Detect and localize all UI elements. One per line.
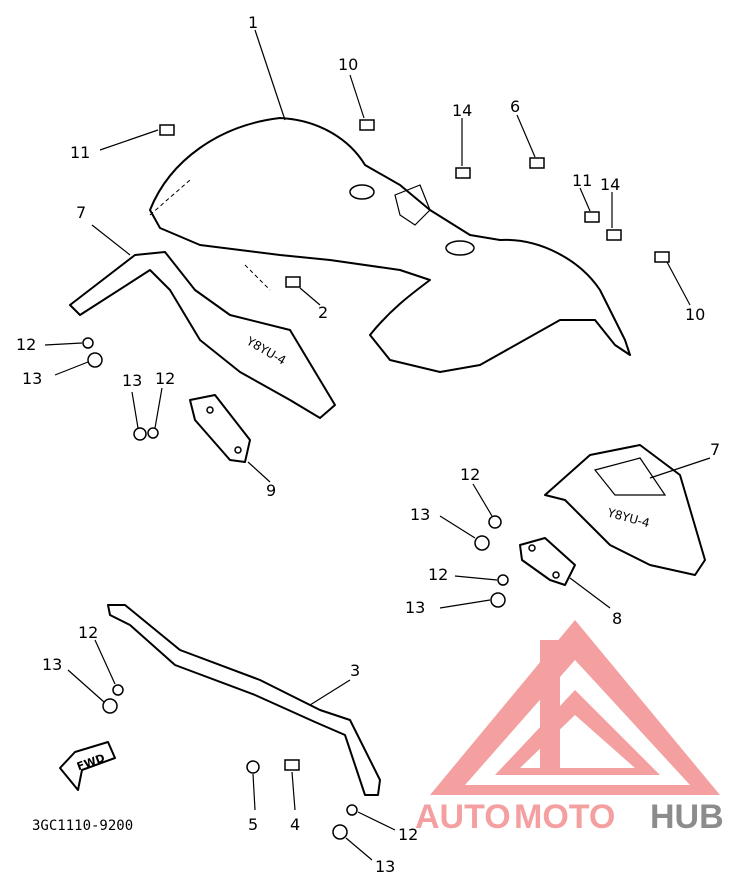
callout-13-d: 13 <box>405 598 425 617</box>
callout-11-left: 11 <box>70 143 90 162</box>
watermark-text-auto: AUTO <box>415 798 511 836</box>
washer-icon <box>488 515 502 529</box>
bolt-icon <box>159 124 175 136</box>
nut-icon <box>133 427 147 441</box>
callout-12-b: 12 <box>155 369 175 388</box>
washer-icon <box>82 337 94 349</box>
callout-13-b: 13 <box>122 371 142 390</box>
washer-icon <box>346 804 358 816</box>
callout-10-right: 10 <box>685 305 705 324</box>
brace-bar-part <box>107 604 381 796</box>
callout-13-f: 13 <box>375 857 395 876</box>
part-code: 3GC1110-9200 <box>32 818 133 834</box>
bolt-icon <box>584 211 600 223</box>
callout-6: 6 <box>510 97 520 116</box>
nut-icon <box>102 698 118 714</box>
callout-11-right: 11 <box>572 171 592 190</box>
washer-icon <box>147 427 159 439</box>
callout-9: 9 <box>266 481 276 500</box>
bolt-icon <box>654 251 670 263</box>
callout-13-c: 13 <box>410 505 430 524</box>
mudflap-left-part: Y8YU-4 <box>69 251 336 419</box>
callout-labels: 1 2 3 4 5 6 7 7 8 9 10 10 11 11 12 12 12… <box>16 13 720 876</box>
plate-part-8 <box>519 537 576 586</box>
bolt-icon <box>606 229 622 241</box>
mudflap-right-part: Y8YU-4 <box>544 444 706 576</box>
bolt-icon <box>529 157 545 169</box>
nut-icon <box>474 535 490 551</box>
watermark-text-moto: MOTO <box>514 798 615 836</box>
callout-1: 1 <box>248 13 258 32</box>
callout-3: 3 <box>350 661 360 680</box>
bolt-icon <box>285 276 301 288</box>
callout-13-a: 13 <box>22 369 42 388</box>
washer-icon <box>112 684 124 696</box>
hardware <box>82 119 670 840</box>
callout-5: 5 <box>248 815 258 834</box>
nut-icon <box>490 592 506 608</box>
callout-12-a: 12 <box>16 335 36 354</box>
bolt-icon <box>359 119 375 131</box>
callout-14-a: 14 <box>452 101 472 120</box>
callout-12-d: 12 <box>428 565 448 584</box>
callout-14-b: 14 <box>600 175 620 194</box>
bolt-icon <box>455 167 471 179</box>
callout-12-f: 12 <box>398 825 418 844</box>
watermark-text-hub: HUB <box>650 798 724 836</box>
callout-8: 8 <box>612 609 622 628</box>
callout-7-left: 7 <box>76 203 86 222</box>
callout-4: 4 <box>290 815 300 834</box>
fwd-arrow-icon: FWD <box>59 741 116 791</box>
callout-12-c: 12 <box>460 465 480 484</box>
callout-10-top: 10 <box>338 55 358 74</box>
callout-13-e: 13 <box>42 655 62 674</box>
watermark-logo: AUTO MOTO HUB <box>415 620 724 836</box>
nut-icon <box>87 352 103 368</box>
nut-icon <box>332 824 348 840</box>
callout-12-e: 12 <box>78 623 98 642</box>
callout-7-right: 7 <box>710 440 720 459</box>
rear-fender-part <box>149 117 631 373</box>
plate-part-9 <box>189 394 251 463</box>
bolt-icon <box>284 759 300 771</box>
washer-icon <box>497 574 509 586</box>
washer-icon <box>246 760 260 774</box>
callout-2: 2 <box>318 303 328 322</box>
leader-lines <box>44 29 711 861</box>
